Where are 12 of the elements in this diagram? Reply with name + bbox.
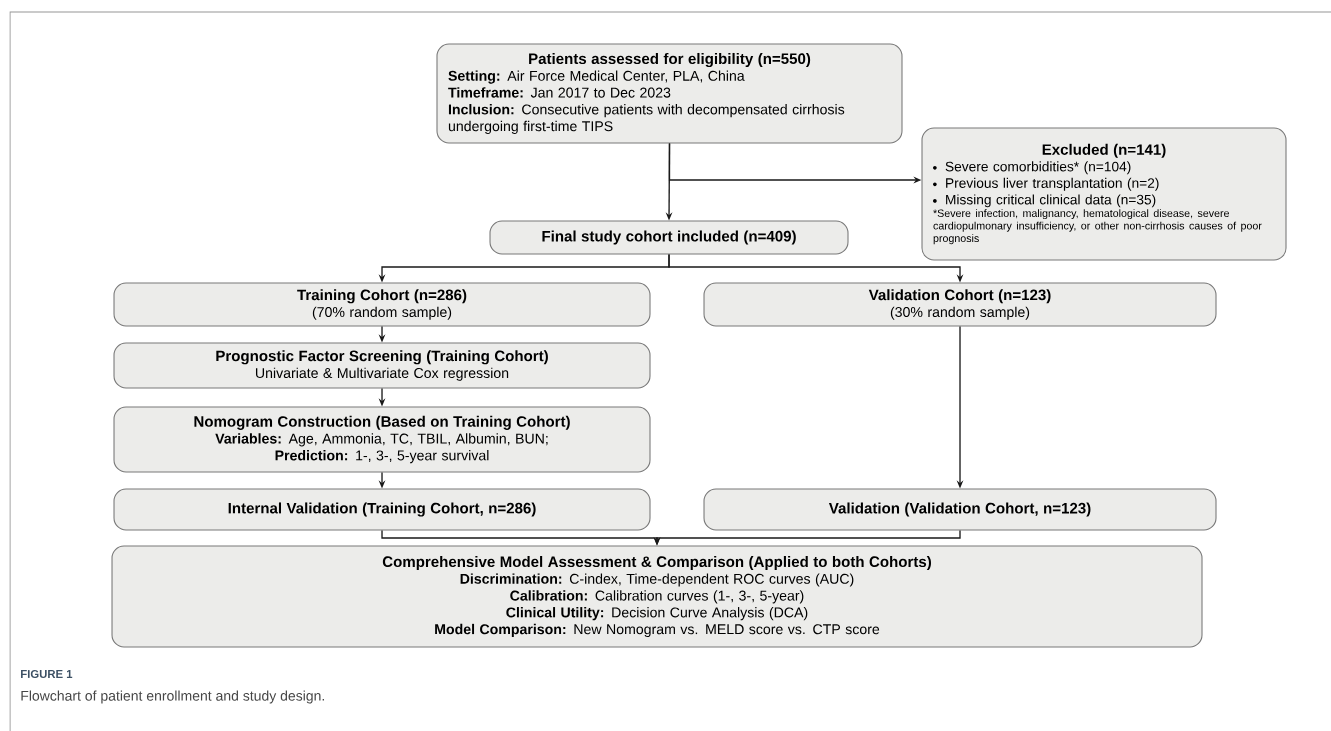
process-box: Prognostic Factor Screening (Training Cohort) Univariate & Multivariate Cox regression bbox=[113, 342, 651, 389]
process-box: Final study cohort included (n=409) bbox=[489, 220, 849, 255]
process-box: Comprehensive Model Assessment & Comparison (Applied to both Cohorts) Discrimination: C-index, Time-dependent ROC curves (AUC) Calibration: Calibration curves (1-, 3-, 5-year) Clinical Utility: Decision Curve Analysis (DCA) Model Comparison: New Nomogram vs. MELD score vs. CTP score bbox=[111, 545, 1203, 648]
process-box: Validation (Validation Cohort, n=123) bbox=[703, 488, 1217, 531]
figure-number: FIGURE 1 bbox=[21, 670, 73, 678]
process-box: Nomogram Construction (Based on Training Cohort) Variables: Age, Ammonia, TC, TBIL, Albumin, BUN; Prediction: 1-, 3-, 5-year survival bbox=[113, 406, 651, 473]
process-box: Training Cohort (n=286) (70% random sample) bbox=[113, 282, 651, 327]
caption: Flowchart of patient enrollment and study design. bbox=[21, 690, 324, 704]
exclusion-box: Excluded (n=141) Severe comorbidities* (n=104) Previous liver transplantation (n=2) Missing critical clinical data (n=35) *Severe infection, malignancy, hematological disease, severe cardiopulmonary insufficiency, or other non-cirrhosis causes of poor prognosis bbox=[921, 127, 1287, 261]
process-box: Validation Cohort (n=123) (30% random sample) bbox=[703, 282, 1217, 327]
process-box: Internal Validation (Training Cohort, n=286) bbox=[113, 488, 651, 531]
process-box: Patients assessed for eligibility (n=550) Setting: Air Force Medical Center, PLA, China Timeframe: Jan 2017 to Dec 2023 Inclusion: Consecutive patients with decompensated cirrhosis undergoing first-time TIPS bbox=[436, 43, 903, 144]
